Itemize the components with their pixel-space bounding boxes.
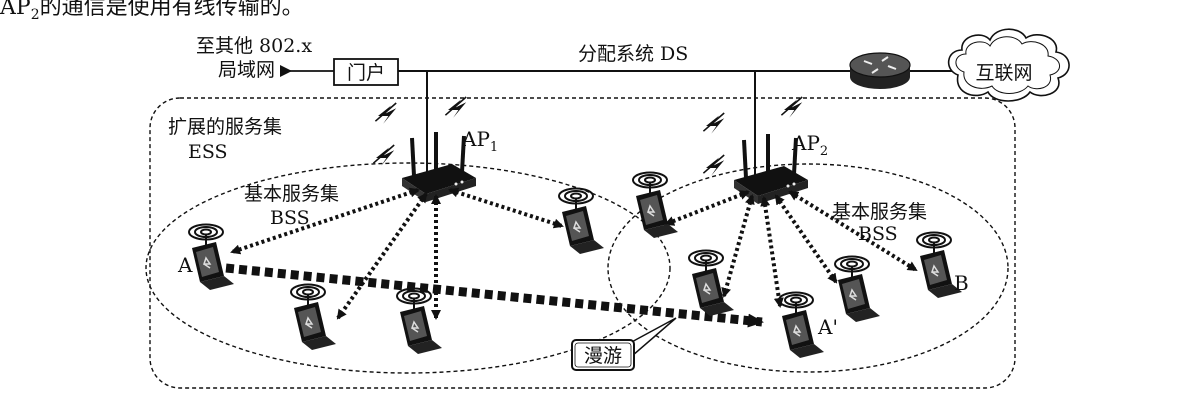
laptop-icon (290, 283, 337, 351)
bss1-label-1: 基本服务集 (244, 183, 339, 205)
laptop-icon (558, 187, 605, 255)
to-other-lan-label-1: 至其他 802.x (196, 35, 312, 57)
ap1-label-sub: 1 (490, 140, 498, 155)
top-caption: AP2的通信是使用有线传输的。 (0, 0, 304, 23)
ap2-label: AP2 (791, 131, 828, 159)
top-caption-subscript: 2 (31, 7, 40, 23)
bss1-wireless-links (230, 187, 564, 320)
lightning-icon (374, 102, 397, 125)
cloud-icon (947, 28, 1070, 102)
lightning-icon (444, 96, 467, 119)
ap2-label-text: AP (791, 131, 820, 155)
station-a-prime-label: A' (817, 315, 838, 339)
portal-label: 门户 (347, 62, 385, 84)
roaming-callout-pointer (627, 317, 677, 357)
lightning-icon (780, 96, 803, 119)
ess-label-1: 扩展的服务集 (168, 116, 282, 138)
ap1-label: AP1 (461, 127, 498, 155)
bss2-label-2: BSS (858, 223, 898, 245)
lightning-icon (702, 154, 725, 177)
ess-label-2: ESS (188, 141, 228, 163)
portal-box (333, 58, 399, 86)
laptop-icon (632, 171, 679, 239)
roaming-path-arrow (225, 263, 764, 328)
lightning-icon (372, 144, 395, 167)
roaming-callout-box (571, 339, 635, 371)
ess-boundary (149, 97, 1016, 389)
top-caption-rest: 的通信是使用有线传输的。 (40, 0, 304, 20)
to-other-lan-label-2: 局域网 (218, 59, 275, 81)
laptop-icon (834, 255, 881, 323)
ds-label: 分配系统 DS (578, 43, 688, 65)
bss2-label-1: 基本服务集 (832, 201, 927, 223)
ap2-label-sub: 2 (820, 144, 828, 159)
station-b-label: B (954, 271, 969, 295)
top-caption-prefix: AP (0, 0, 31, 20)
internet-label: 互联网 (975, 62, 1032, 84)
station-a-label: A (177, 253, 193, 277)
bss2-wireless-links (664, 190, 918, 308)
router-icon (849, 52, 911, 89)
lightning-icon (702, 112, 725, 135)
ap1-label-text: AP (461, 127, 490, 151)
bss1-boundary (145, 162, 671, 374)
laptop-station-a-icon (188, 223, 235, 291)
bss1-label-2: BSS (270, 207, 310, 229)
bss2-boundary (607, 163, 1009, 373)
roaming-label: 漫游 (584, 345, 622, 367)
